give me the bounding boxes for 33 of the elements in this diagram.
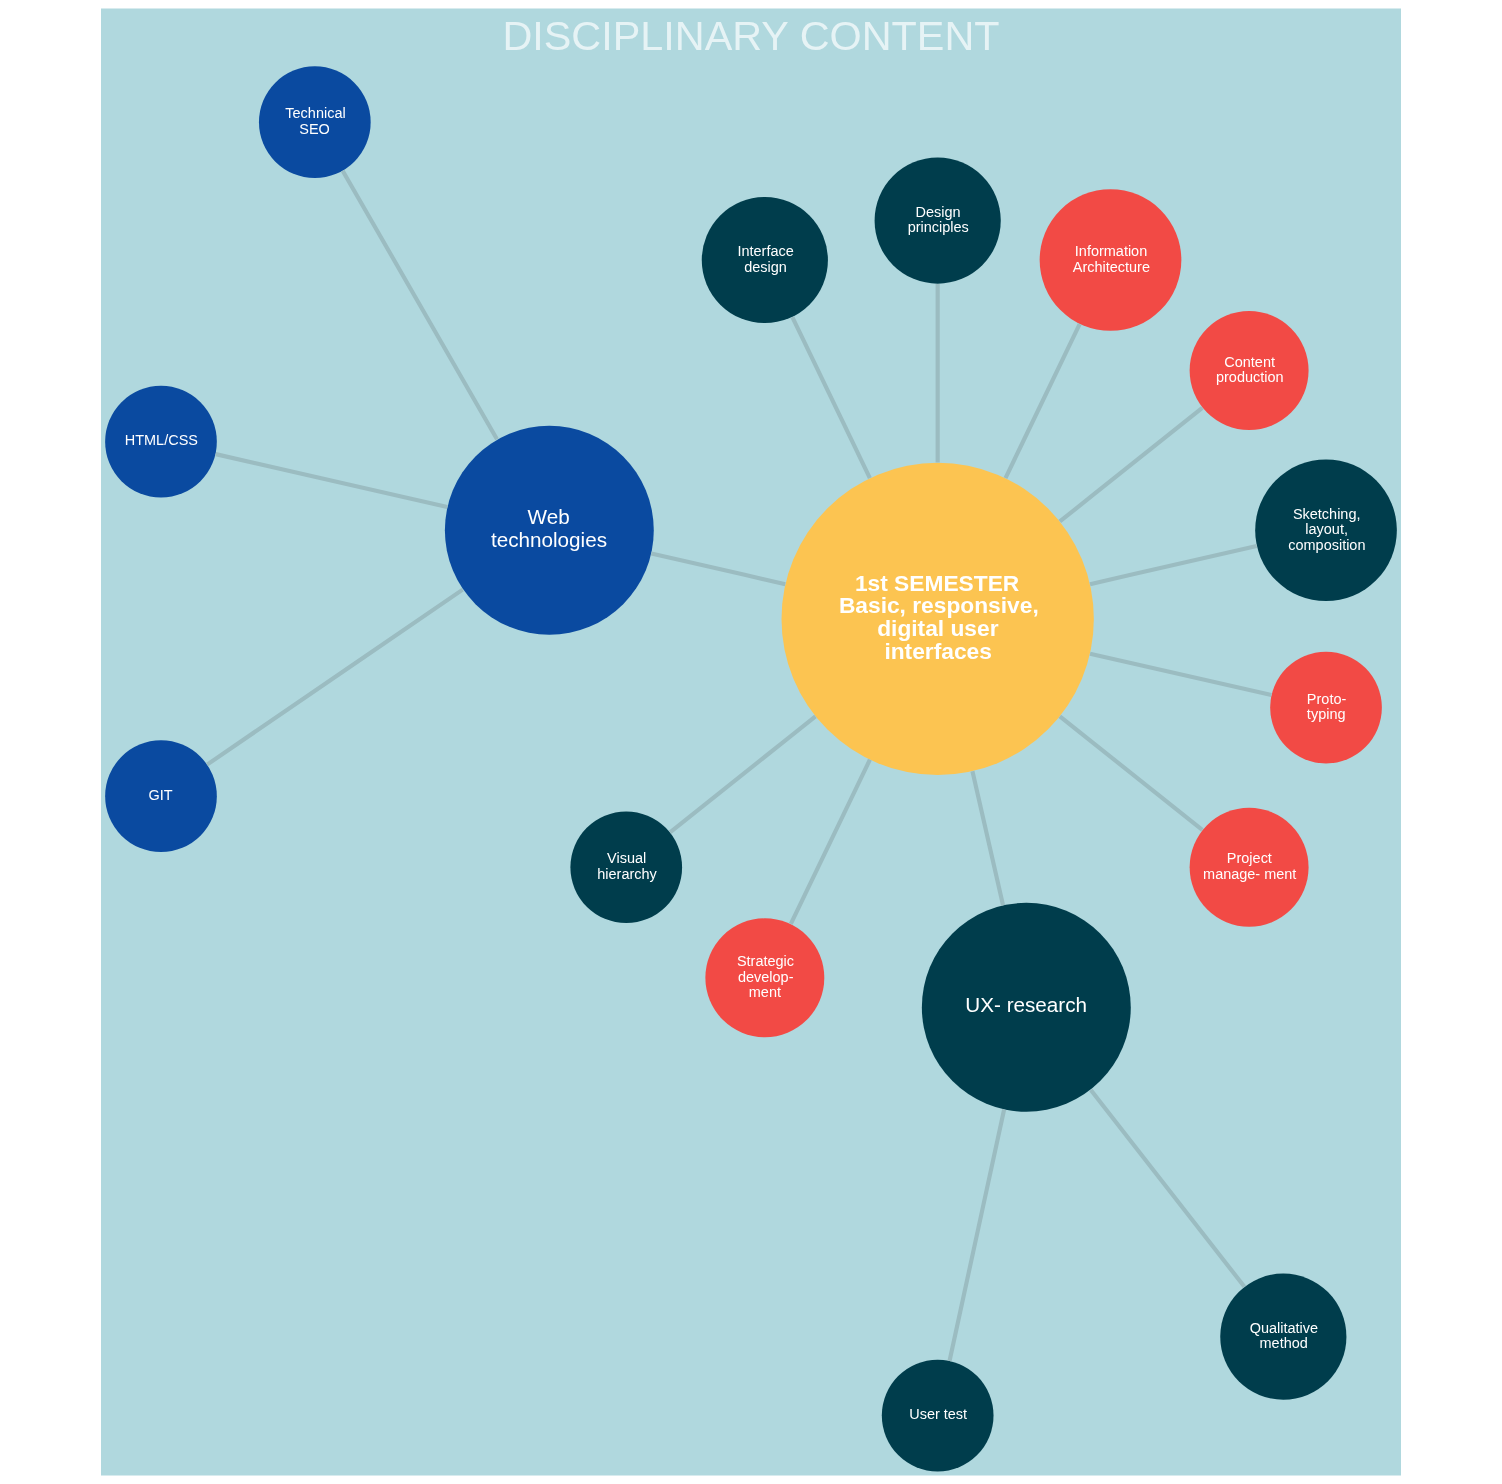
connector (1089, 1088, 1247, 1289)
node-circle: Qualitative method (1220, 1273, 1347, 1400)
node-circle: User test (881, 1359, 994, 1472)
node-circle: Information Architecture (1039, 189, 1182, 331)
connector (650, 551, 786, 587)
connector (935, 284, 940, 463)
node-circle: Project manage- ment (1189, 807, 1309, 927)
node-circle: Interface design (701, 196, 828, 324)
connector (1058, 714, 1204, 832)
node-circle: Web technologies (444, 425, 654, 635)
node-circle: 1st SEMESTER Basic, responsive, digital user interfaces (781, 462, 1094, 776)
node-circle: Technical SEO (258, 66, 371, 179)
connector (790, 316, 872, 479)
connector (205, 587, 464, 767)
connector (215, 452, 448, 509)
connector (1089, 544, 1258, 587)
connector (970, 770, 1006, 906)
node-circle: Content production (1189, 311, 1309, 430)
node-circle: Visual hierarchy (570, 811, 683, 924)
connector (1003, 323, 1082, 479)
connector (1058, 406, 1204, 524)
connector (788, 758, 872, 925)
node-circle: Design principles (874, 157, 1001, 284)
node-circle: Sketching, layout, composition (1255, 459, 1397, 602)
connector (340, 169, 499, 441)
connector (1089, 651, 1272, 698)
node-circle: Proto- typing (1270, 651, 1382, 764)
node-circle: UX- research (921, 902, 1131, 1112)
connector (947, 1109, 1007, 1362)
node-circle: Strategic develop- ment (705, 918, 825, 1038)
node-circle: GIT (105, 740, 217, 853)
node-circle: HTML/CSS (105, 385, 217, 498)
connector (668, 714, 817, 834)
